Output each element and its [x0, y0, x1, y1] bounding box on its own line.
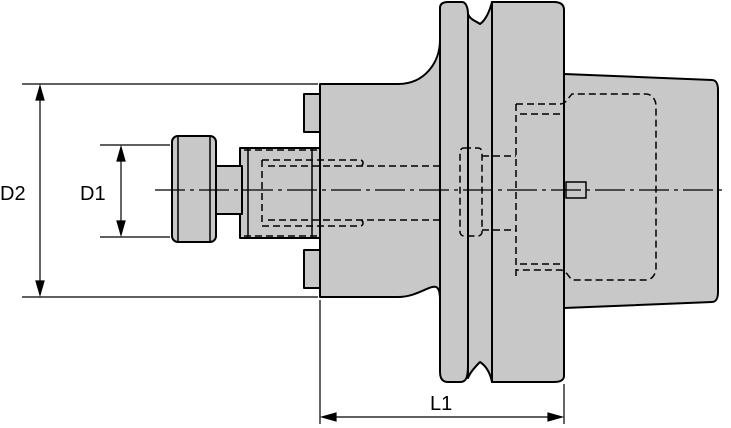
screw-details — [177, 136, 313, 242]
drive-key-bottom — [303, 249, 321, 289]
flange-right — [491, 1, 565, 383]
holder-body — [171, 1, 719, 383]
l1-label: L1 — [430, 393, 452, 415]
d1-dimension — [100, 144, 170, 238]
flange-groove — [467, 1, 493, 383]
main-body-shank — [319, 39, 441, 301]
d2-dimension — [22, 83, 318, 298]
drive-key-top — [303, 93, 321, 133]
flange-left — [439, 1, 469, 383]
d1-label: D1 — [80, 183, 106, 205]
screw-body — [239, 147, 321, 239]
d2-label: D2 — [0, 183, 26, 205]
screw-head — [171, 135, 217, 243]
l1-dimension — [319, 300, 565, 424]
taper-shank — [563, 73, 719, 309]
hidden-lines — [244, 93, 657, 281]
